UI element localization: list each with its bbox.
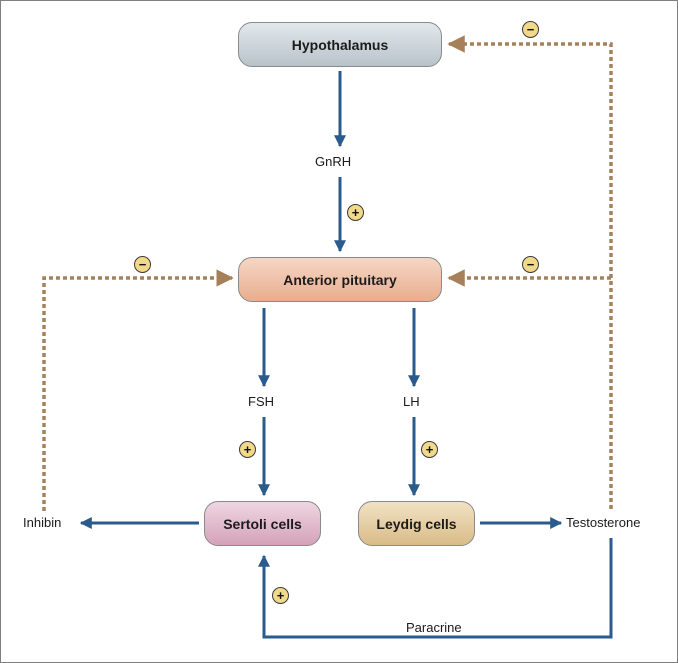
positive-badge-gnrh: + <box>347 204 364 221</box>
feedback-testosterone-to-hypothalamus <box>447 35 613 509</box>
hypothalamus-box: Hypothalamus <box>238 22 442 67</box>
leydig-cells-box: Leydig cells <box>358 501 475 546</box>
negative-badge-hypothalamus: − <box>522 21 539 38</box>
positive-badge-paracrine: + <box>272 587 289 604</box>
sertoli-cells-box: Sertoli cells <box>204 501 321 546</box>
fsh-label: FSH <box>248 394 274 409</box>
anterior-pituitary-box: Anterior pituitary <box>238 257 442 302</box>
anterior-pituitary-label: Anterior pituitary <box>283 271 397 288</box>
testosterone-label: Testosterone <box>566 515 641 530</box>
hypothalamus-label: Hypothalamus <box>291 36 389 53</box>
gnrh-label: GnRH <box>315 154 352 169</box>
lh-label: LH <box>403 394 420 409</box>
negative-badge-inhibin: − <box>134 256 151 273</box>
negative-badge-testosterone: − <box>522 256 539 273</box>
sertoli-cells-label: Sertoli cells <box>223 515 302 532</box>
arrow-paracrine-to-sertoli <box>258 538 613 639</box>
leydig-cells-label: Leydig cells <box>376 515 457 532</box>
inhibin-label: Inhibin <box>23 515 62 530</box>
positive-badge-lh: + <box>421 441 438 458</box>
positive-badge-fsh: + <box>239 441 256 458</box>
feedback-inhibin-to-pituitary <box>42 269 234 511</box>
paracrine-label: Paracrine <box>406 620 462 635</box>
